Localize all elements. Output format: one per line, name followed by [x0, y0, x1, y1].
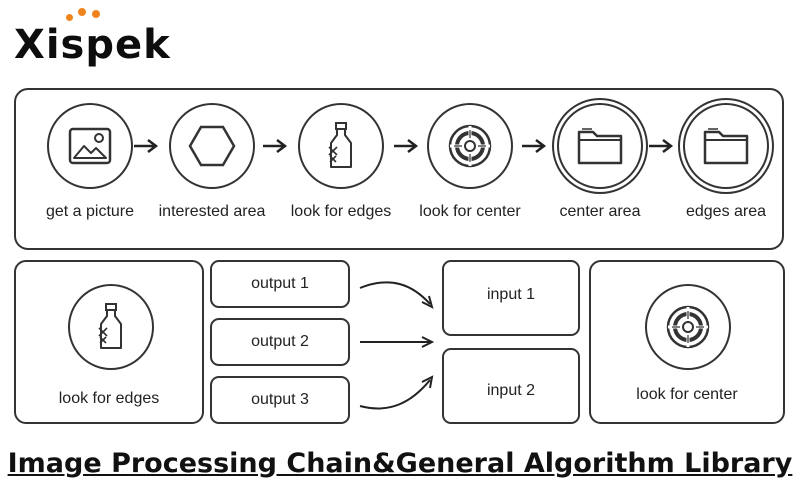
arrow-right-icon [263, 139, 288, 153]
step-label: center area [559, 203, 641, 220]
step-label: interested area [158, 203, 266, 220]
arrow-right-icon [522, 139, 547, 153]
picture-icon [68, 127, 112, 165]
folder-icon [577, 128, 623, 165]
footer-title: Image Processing Chain&General Algorithm… [7, 448, 793, 479]
output-box: output 1 [210, 260, 350, 308]
bottle-icon [98, 303, 122, 349]
tool-circle [68, 284, 154, 370]
output-box: output 3 [210, 376, 350, 424]
target-icon [666, 305, 710, 349]
bottle-icon [328, 122, 352, 168]
step-circle [298, 103, 384, 189]
tool-label: look for edges [58, 390, 160, 407]
step-circle [557, 103, 643, 189]
step-get-picture: get a picture [30, 103, 150, 221]
logo-dot [92, 10, 100, 18]
arrow-right-icon [649, 139, 674, 153]
step-look-for-edges: look for edges [281, 103, 401, 221]
folder-icon [703, 128, 749, 165]
edges-tool-panel: look for edges [14, 260, 204, 424]
input-box: input 1 [442, 260, 580, 336]
step-circle [427, 103, 513, 189]
step-label: look for center [419, 203, 521, 220]
logo-dot [78, 8, 86, 16]
target-icon [448, 124, 492, 168]
pipeline-panel [14, 88, 784, 250]
step-edges-area: edges area [666, 103, 786, 221]
center-tool-panel: look for center [589, 260, 785, 424]
step-circle [683, 103, 769, 189]
connector-arrows [359, 281, 435, 410]
arrow-curve-icon [359, 379, 431, 410]
step-circle [169, 103, 255, 189]
hexagon-icon [188, 125, 236, 167]
arrow-right-icon [134, 139, 159, 153]
step-center-area: center area [540, 103, 660, 221]
step-label: get a picture [45, 203, 135, 220]
output-label: output 1 [251, 275, 309, 292]
input-label: input 1 [486, 286, 536, 303]
arrow-right-icon [394, 139, 419, 153]
input-box: input 2 [442, 348, 580, 424]
tool-label: look for center [636, 386, 738, 403]
brand-name: Xispek [14, 22, 171, 68]
output-box: output 2 [210, 318, 350, 366]
step-label: edges area [685, 203, 767, 220]
arrow-curve-icon [359, 281, 431, 305]
tool-circle [645, 284, 731, 370]
logo-dot [66, 14, 73, 21]
input-label: input 2 [486, 382, 536, 399]
output-label: output 2 [251, 333, 309, 350]
output-label: output 3 [251, 391, 309, 408]
step-circle [47, 103, 133, 189]
step-interested-area: interested area [152, 103, 272, 221]
step-label: look for edges [290, 203, 392, 220]
step-look-for-center: look for center [410, 103, 530, 221]
brand-logo: Xispek [14, 8, 214, 68]
